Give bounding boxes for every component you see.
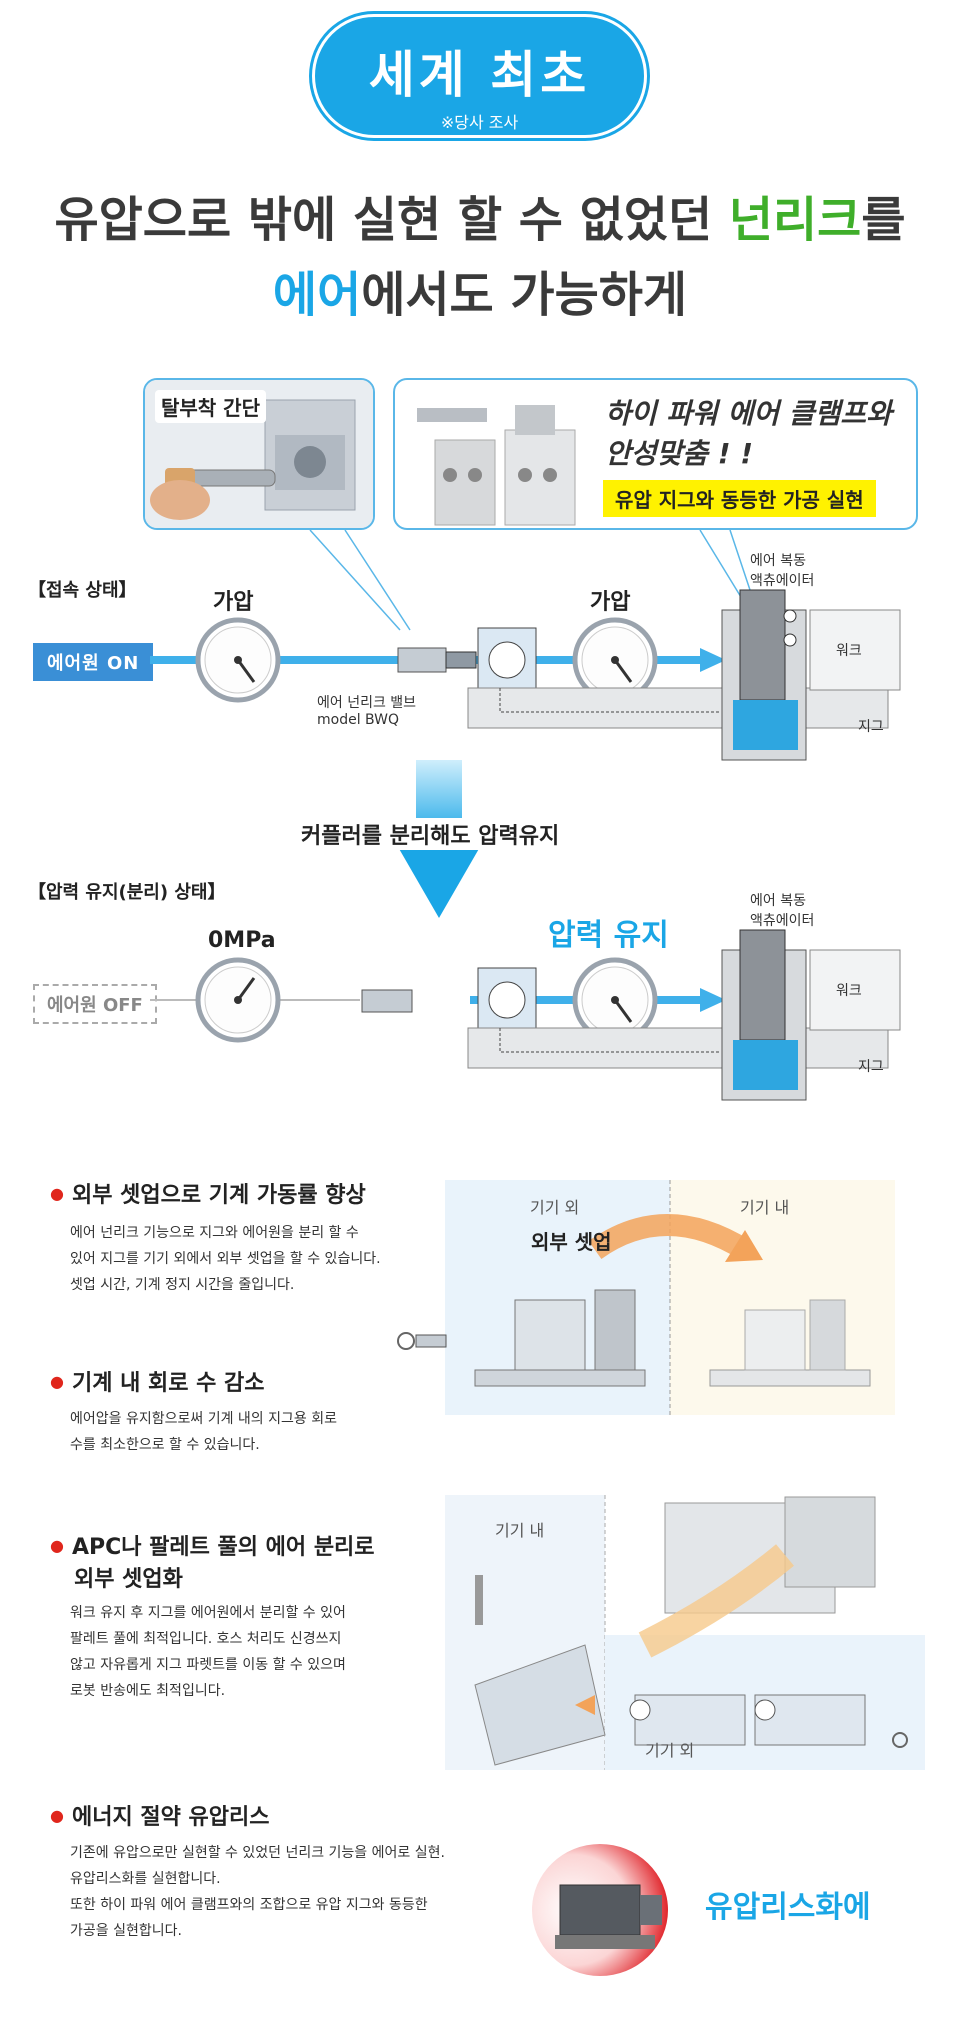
pressure-gauge-3-icon [195,957,281,1043]
outside-machine-label-2: 기기 외 [645,1741,695,1760]
clamp-photo-title-2: 안성맞춤 ! ! [605,437,754,470]
air-arrow-head-2 [700,988,726,1012]
clamp-photo-highlight: 유압 지그와 동등한 가공 실현 [603,480,876,517]
pressure-hold-label: 압력 유지 [548,918,669,953]
coupler-plug-icon [397,1332,447,1350]
world-first-badge: 세계 최초 ※당사 조사 [312,14,647,138]
air-source-on: 에어원 ON [33,643,154,681]
actuator-2-icon [721,929,807,1101]
zero-pressure-label: 0MPa [208,928,276,953]
external-setup-label: 외부 셋업 [531,1230,612,1254]
connected-state-label: 【접속 상태】 [28,580,137,601]
actuator-label-2a: 에어 복동 [750,893,806,909]
detached-coupler-icon [361,989,413,1013]
jig-label-2: 지그 [858,1059,884,1075]
connected-diagram [150,589,901,761]
external-setup-graphic [445,1180,895,1415]
nonleak-valve-2-icon [477,967,537,1029]
actuator-label-2b: 액츄에이터 [750,913,815,929]
feature-3-title: ●APC나 팔레트 풀의 에어 분리로 외부 셋업화 [50,1535,375,1592]
headline-text-b: 를 [861,192,906,248]
work-label: 워크 [836,643,862,659]
air-source-off: 에어원 OFF [33,984,157,1024]
pressure-gauge-1-icon [195,617,281,703]
actuator-label-1: 에어 복동 [750,553,806,569]
clamp-photo: 하이 파워 에어 클램프와 안성맞춤 ! ! 유압 지그와 동등한 가공 실현 [393,378,918,530]
clamp-photo-illustration [417,405,576,526]
headline-text-a: 유압으로 밖에 실현 할 수 없었던 [54,192,729,248]
jig-label: 지그 [858,719,884,735]
feature-1-title: ●외부 셋업으로 기계 가동률 향상 [50,1183,366,1208]
pallet-pool-illustration: 기기 내 기기 외 [445,1495,925,1770]
jig-base [467,687,889,729]
outside-machine-label: 기기 외 [530,1198,580,1217]
valve-label-2: model BWQ [317,712,400,728]
feature-2-title: ●기계 내 회로 수 감소 [50,1371,265,1396]
headline-nonleak: 넌리크 [728,192,862,248]
headline-line-1: 유압으로 밖에 실현 할 수 없었던 넌리크를 [0,180,960,250]
feature-3-body: 워크 유지 후 지그를 에어원에서 분리할 수 있어 팔레트 풀에 최적입니다.… [70,1605,346,1699]
gauge-1-label: 가압 [213,590,254,615]
pressure-gauge-2-icon [572,617,658,703]
actuator-label-2: 액츄에이터 [750,573,815,589]
coupler-icon [397,647,477,673]
headline-line-2: 에어에서도 가능하게 [0,255,960,325]
air-arrow-head-1 [700,648,726,672]
external-setup-illustration: 기기 외 기기 내 외부 셋업 [445,1180,895,1415]
coupler-photo: 탈부착 간단 [143,378,375,530]
feature-4-title: ●에너지 절약 유압리스 [50,1805,270,1830]
actuator-icon [721,589,807,761]
hydraulic-unit-icon [532,1844,668,1976]
pressure-gauge-4-icon [572,957,658,1043]
inside-machine-label: 기기 내 [740,1198,790,1217]
feature-4-body: 기존에 유압으로만 실현할 수 있었던 넌리크 기능을 에어로 실현. 유압리스… [70,1845,445,1939]
valve-label-1: 에어 넌리크 밸브 [317,695,417,711]
clamp-photo-title-1: 하이 파워 에어 클램프와 [605,397,892,430]
transition-text: 커플러를 분리해도 압력유지 [295,818,566,850]
headline-air: 에어 [272,267,362,323]
gauge-2-label: 가압 [590,590,631,615]
holding-state-label: 【압력 유지(분리) 상태】 [28,882,226,903]
coupler-photo-label: 탈부착 간단 [155,390,266,423]
work-label-2: 워크 [836,983,862,999]
hydraulic-less-label: 유압리스화에 [705,1890,871,1925]
holding-diagram [150,929,901,1101]
pallet-pool-graphic [445,1495,925,1770]
badge-note: ※당사 조사 [440,113,519,132]
work-piece [809,609,901,691]
badge-title: 세계 최초 [368,46,591,104]
inside-machine-label-2: 기기 내 [495,1521,545,1540]
feature-2-body: 에어압을 유지함으로써 기계 내의 지그용 회로 수를 최소한으로 할 수 있습… [70,1411,337,1453]
headline-text-c: 에서도 가능하게 [361,267,688,323]
feature-1-body: 에어 넌리크 기능으로 지그와 에어원을 분리 할 수 있어 지그를 기기 외에… [70,1225,381,1293]
nonleak-valve-icon [477,627,537,689]
